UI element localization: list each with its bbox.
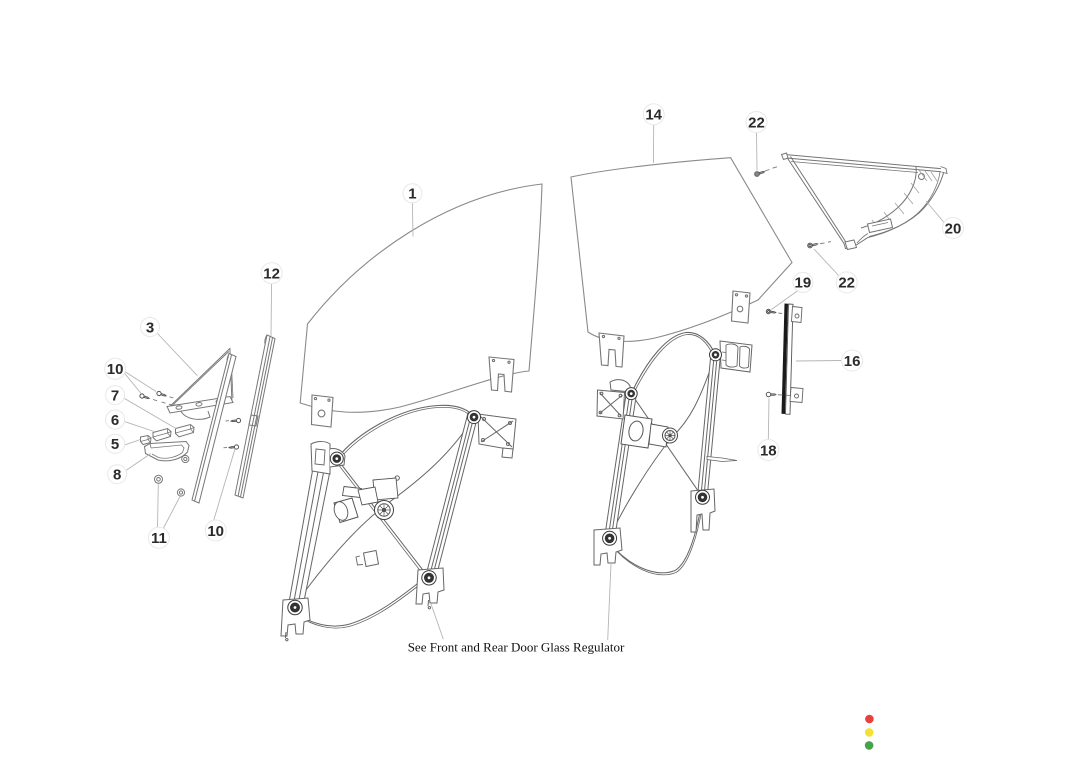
svg-text:16: 16: [844, 353, 861, 370]
svg-text:10: 10: [107, 361, 124, 378]
svg-text:19: 19: [795, 275, 812, 292]
svg-text:8: 8: [113, 467, 121, 484]
svg-text:1: 1: [408, 186, 416, 203]
svg-text:10: 10: [207, 523, 224, 540]
svg-text:18: 18: [760, 442, 777, 459]
svg-text:12: 12: [263, 265, 280, 282]
svg-text:3: 3: [146, 319, 154, 336]
svg-text:See Front and Rear Door Glass: See Front and Rear Door Glass Regulator: [408, 640, 625, 655]
svg-text:6: 6: [111, 412, 119, 429]
svg-text:22: 22: [838, 275, 855, 292]
svg-text:11: 11: [151, 530, 167, 547]
svg-text:14: 14: [645, 107, 662, 124]
svg-text:7: 7: [111, 387, 119, 404]
svg-text:5: 5: [111, 436, 119, 453]
svg-text:20: 20: [945, 220, 962, 237]
svg-text:22: 22: [748, 114, 765, 131]
